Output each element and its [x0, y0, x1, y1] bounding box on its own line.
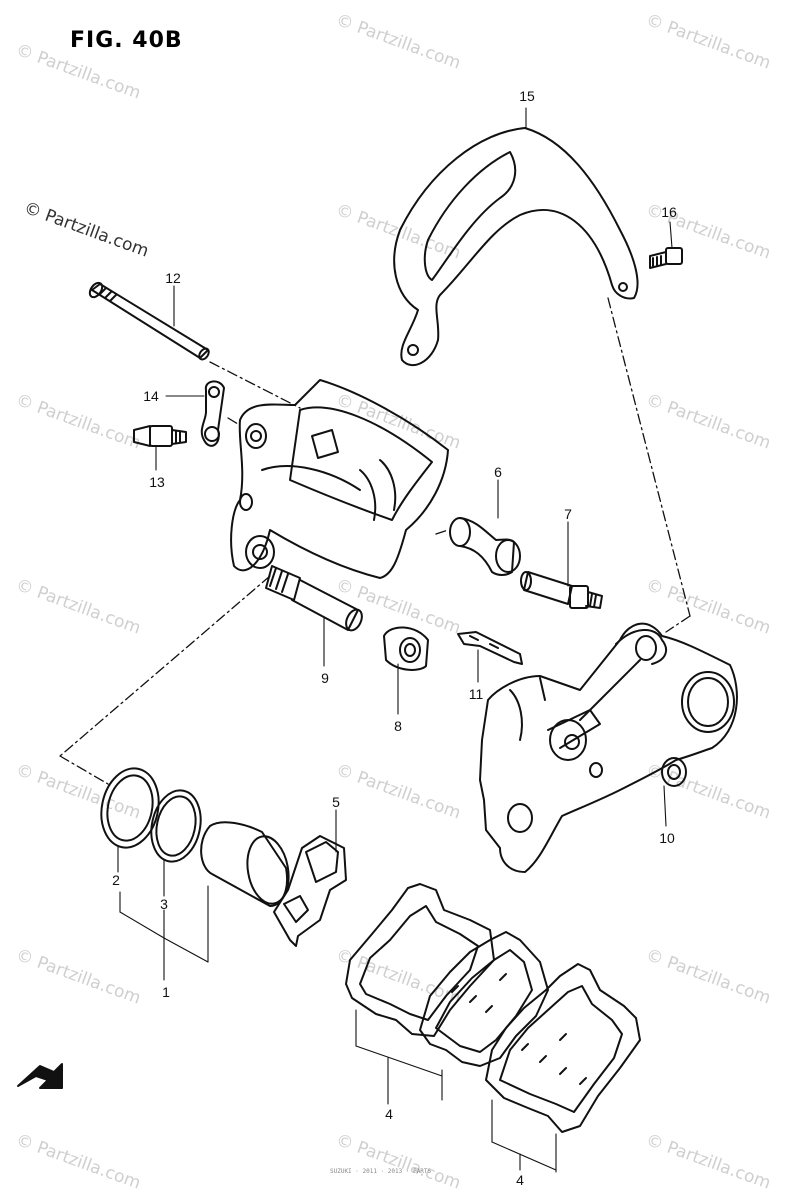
part-4-brake-pads-b: [485, 963, 641, 1133]
part-12-pin: [88, 281, 210, 361]
callout-14: 14: [143, 388, 159, 404]
callout-13: 13: [149, 474, 165, 490]
callout-9: 9: [321, 670, 329, 686]
piston: [200, 821, 290, 907]
callout-7: 7: [564, 506, 572, 522]
callout-4-second: 4: [516, 1172, 524, 1188]
part-15-caliper-guard: [393, 127, 639, 367]
part-9-slide-pin: [265, 565, 363, 632]
figure-title: FIG. 40B: [70, 28, 183, 53]
part-16-bolt: [649, 247, 683, 269]
part-2-seal: [100, 767, 160, 849]
callout-8: 8: [394, 718, 402, 734]
part-7-slide-pin: [520, 571, 603, 609]
front-arrow-icon: [17, 1063, 63, 1089]
part-10-washer: [661, 757, 687, 787]
caliper-body: [230, 379, 449, 579]
callout-1: 1: [162, 984, 170, 1000]
callout-16: 16: [661, 204, 677, 220]
part-4-brake-pads-a: [345, 883, 549, 1067]
callout-10: 10: [659, 830, 675, 846]
callout-12: 12: [165, 270, 181, 286]
callout-4: 4: [385, 1106, 393, 1122]
assembly-guide-lines: [59, 297, 691, 785]
part-8-bushing: [383, 626, 429, 671]
footer-fine-print: SUZUKI · 2011 · 2013 · PARTS: [330, 1168, 432, 1175]
callout-5: 5: [332, 794, 340, 810]
caliper-mount-bracket: [479, 622, 738, 873]
callout-2: 2: [112, 872, 120, 888]
part-3-seal: [150, 789, 202, 863]
callout-leaders: [117, 107, 673, 1173]
callout-11: 11: [468, 686, 484, 702]
part-5-shim: [273, 835, 347, 947]
part-14-cap: [200, 380, 225, 447]
callout-3: 3: [160, 896, 168, 912]
part-11-spring: [457, 631, 523, 665]
part-13-bleeder-valve: [133, 425, 187, 447]
part-6-boot: [449, 517, 521, 576]
callout-6: 6: [494, 464, 502, 480]
callout-15: 15: [519, 88, 535, 104]
